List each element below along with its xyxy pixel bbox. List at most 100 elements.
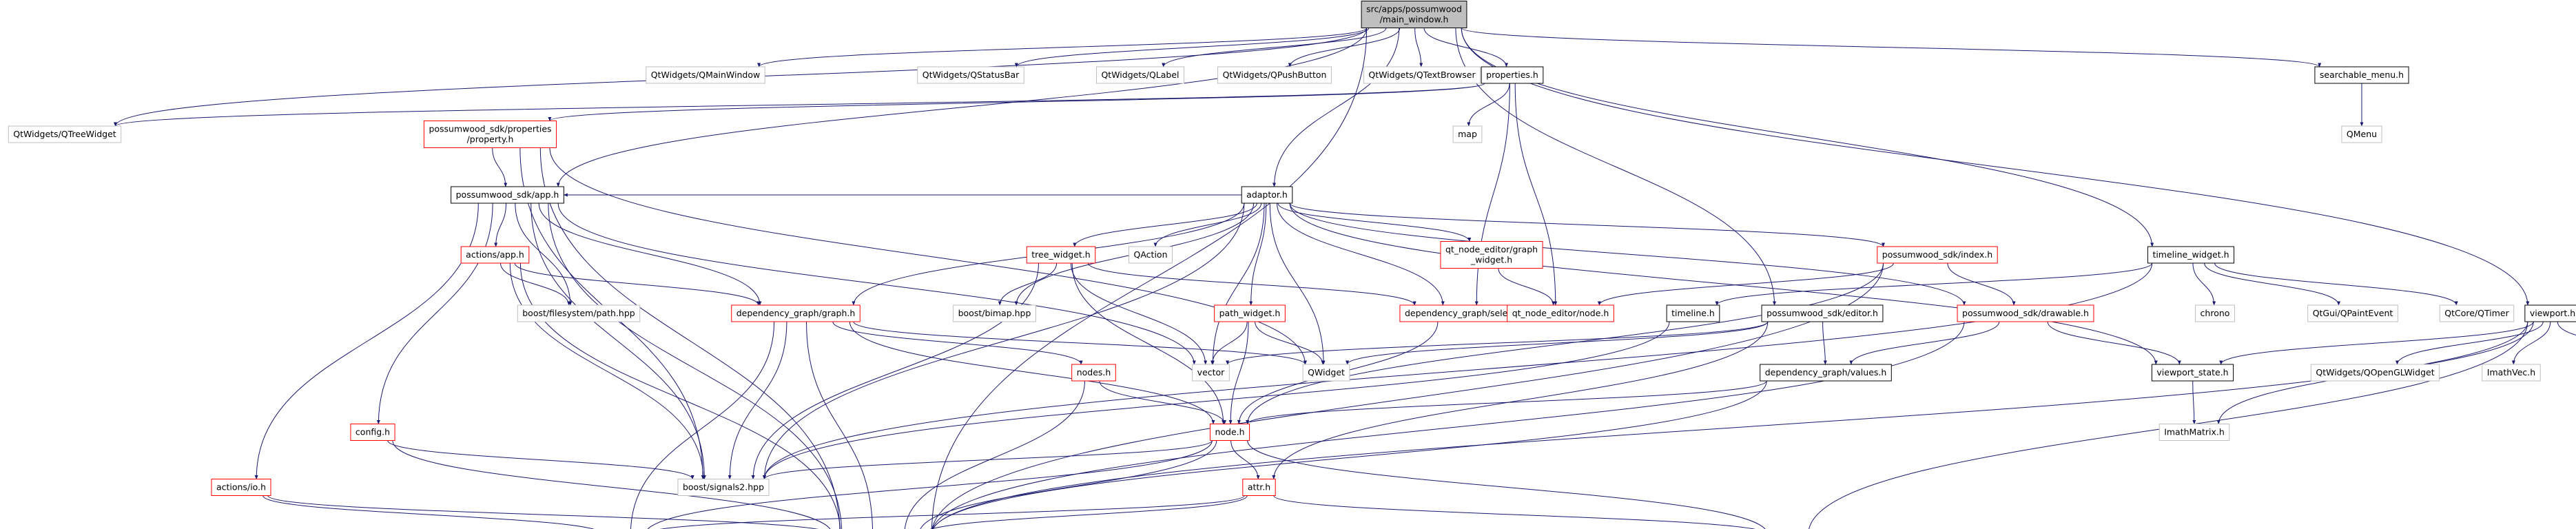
edge-graph-widget-to-qne-node — [1498, 268, 1556, 306]
node-adaptor-h[interactable]: adaptor.h — [1241, 186, 1293, 204]
node-label: timeline.h — [1671, 308, 1715, 318]
edge-dg-graph-to-noncopyable — [806, 321, 873, 529]
node-box — [1095, 66, 1185, 84]
node-nodes-h[interactable]: nodes.h — [1071, 364, 1116, 382]
edge-timeline-widget-to-timeline-h — [1715, 262, 2153, 306]
node-label: possumwood_sdk/index.h — [1882, 249, 1992, 260]
edge-root-to-qlabel — [1162, 28, 1387, 68]
node-box — [1957, 304, 2094, 322]
node-qne-node[interactable]: qt_node_editor/node.h — [1507, 304, 1614, 322]
node-box — [2147, 246, 2235, 264]
node-editor-h[interactable]: possumwood_sdk/editor.h — [1761, 304, 1884, 322]
node-box — [1192, 364, 1230, 382]
edge-adaptor-h-to-tree-widget — [1073, 203, 1257, 247]
edge-timeline-h-to-signals2 — [762, 321, 1670, 479]
node-box — [1761, 304, 1884, 322]
node-label: /property.h — [467, 134, 514, 145]
node-box — [350, 424, 395, 441]
node-app-h[interactable]: possumwood_sdk/app.h — [451, 186, 564, 204]
edge-root-to-qpushbutton — [1288, 28, 1401, 68]
node-box — [1241, 186, 1293, 204]
edge-viewport-state-to-imathmatrix — [2192, 380, 2196, 424]
node-box — [2314, 66, 2409, 84]
node-timeline-h[interactable]: timeline.h — [1666, 304, 1720, 322]
node-box — [2341, 125, 2382, 143]
edge-nodes-h-to-node-h — [1099, 380, 1226, 424]
node-label: possumwood_sdk/drawable.h — [1962, 308, 2089, 318]
edge-property-h-to-qwidget — [549, 147, 1307, 365]
node-viewport-state[interactable]: viewport_state.h — [2151, 364, 2234, 382]
node-label: attr.h — [1248, 482, 1270, 492]
edge-root-to-noncopyable — [931, 28, 1368, 529]
node-dg-values[interactable]: dependency_graph/values.h — [1760, 364, 1892, 382]
node-box — [2195, 304, 2235, 322]
node-label: QMenu — [2347, 129, 2377, 139]
node-box — [677, 479, 770, 496]
node-qstatusbar: QtWidgets/QStatusBar — [917, 66, 1024, 84]
edge-path-widget-to-node-h — [1228, 321, 1249, 424]
node-label: properties.h — [1486, 70, 1538, 80]
node-viewport-h[interactable]: viewport.h — [2524, 304, 2576, 322]
edge-root-to-properties-h — [1423, 28, 1508, 68]
node-label: ImathMatrix.h — [2164, 427, 2225, 437]
node-tree-widget[interactable]: tree_widget.h — [1026, 246, 1096, 264]
node-qlabel: QtWidgets/QLabel — [1095, 66, 1185, 84]
node-dg-graph[interactable]: dependency_graph/graph.h — [731, 304, 861, 322]
node-timeline-widget[interactable]: timeline_widget.h — [2147, 246, 2235, 264]
edge-editor-h-to-qwidget — [1346, 321, 1769, 365]
node-index-h[interactable]: possumwood_sdk/index.h — [1877, 246, 1998, 264]
node-drawable-h[interactable]: possumwood_sdk/drawable.h — [1957, 304, 2094, 322]
node-label: nodes.h — [1077, 367, 1111, 377]
edge-adaptor-h-to-path-widget — [1249, 203, 1267, 306]
node-label: dependency_graph/graph.h — [736, 308, 856, 318]
edge-root-to-app-h — [556, 28, 1368, 187]
edge-viewport-h-to-qopenglwidget — [2395, 321, 2544, 365]
node-label: QtCore/QTimer — [2444, 308, 2509, 318]
node-label: config.h — [356, 427, 390, 437]
node-property-h[interactable]: possumwood_sdk/properties/property.h — [423, 121, 557, 148]
edge-dg-graph-to-qwidget — [853, 321, 1307, 365]
node-box — [1242, 479, 1276, 496]
node-label: dependency_graph/values.h — [1765, 367, 1887, 377]
node-graph-widget[interactable]: qt_node_editor/graph_widget.h — [1440, 241, 1543, 269]
edge-actions-io-to-noncopyable — [267, 495, 819, 529]
edge-tree-widget-to-bimap — [998, 262, 1058, 306]
edge-config-h-to-signals2 — [387, 440, 694, 479]
node-box — [1452, 125, 1483, 143]
node-path-widget[interactable]: path_widget.h — [1214, 304, 1286, 322]
node-label: QtWidgets/QOpenGLWidget — [2316, 367, 2434, 377]
node-root[interactable]: src/apps/possumwood/main_window.h — [1361, 1, 1467, 28]
node-label: possumwood_sdk/properties — [429, 124, 551, 134]
edge-index-h-to-node-h — [1246, 262, 1884, 424]
edge-viewport-h-to-imathvec — [2511, 321, 2551, 365]
node-box — [1026, 246, 1096, 264]
edge-nodes-h-to-noncopyable — [905, 380, 1085, 529]
node-box — [1214, 304, 1286, 322]
edge-tree-widget-to-node-h — [1071, 262, 1226, 424]
node-label: QtWidgets/QStatusBar — [923, 70, 1020, 80]
node-imathmatrix: ImathMatrix.h — [2158, 424, 2230, 441]
edge-config-h-to-noncopyable — [392, 440, 831, 529]
node-searchable-menu[interactable]: searchable_menu.h — [2314, 66, 2409, 84]
edge-viewport-h-to-viewport-state — [2219, 321, 2534, 365]
node-box — [2158, 424, 2230, 441]
node-vector: vector — [1192, 364, 1230, 382]
node-attr-h[interactable]: attr.h — [1242, 479, 1276, 496]
node-node-h[interactable]: node.h — [1209, 424, 1250, 441]
edge-dg-graph-to-node-h — [849, 321, 1215, 424]
edge-actions-app-to-signals2 — [509, 262, 705, 479]
node-label: dependency_graph/selection.h — [1405, 308, 1537, 318]
node-box — [8, 125, 122, 143]
edge-drawable-h-to-dg-values — [1849, 321, 2000, 365]
node-properties-h[interactable]: properties.h — [1481, 66, 1544, 84]
node-box — [2307, 304, 2398, 322]
node-box — [1363, 66, 1481, 84]
node-config-h[interactable]: config.h — [350, 424, 395, 441]
edge-attr-h-to-noncopyable — [929, 495, 1248, 529]
node-actions-app[interactable]: actions/app.h — [460, 246, 530, 264]
node-actions-io[interactable]: actions/io.h — [211, 479, 271, 496]
node-box — [517, 304, 641, 322]
node-box — [460, 246, 530, 264]
edge-app-h-to-dg-graph — [538, 203, 762, 306]
